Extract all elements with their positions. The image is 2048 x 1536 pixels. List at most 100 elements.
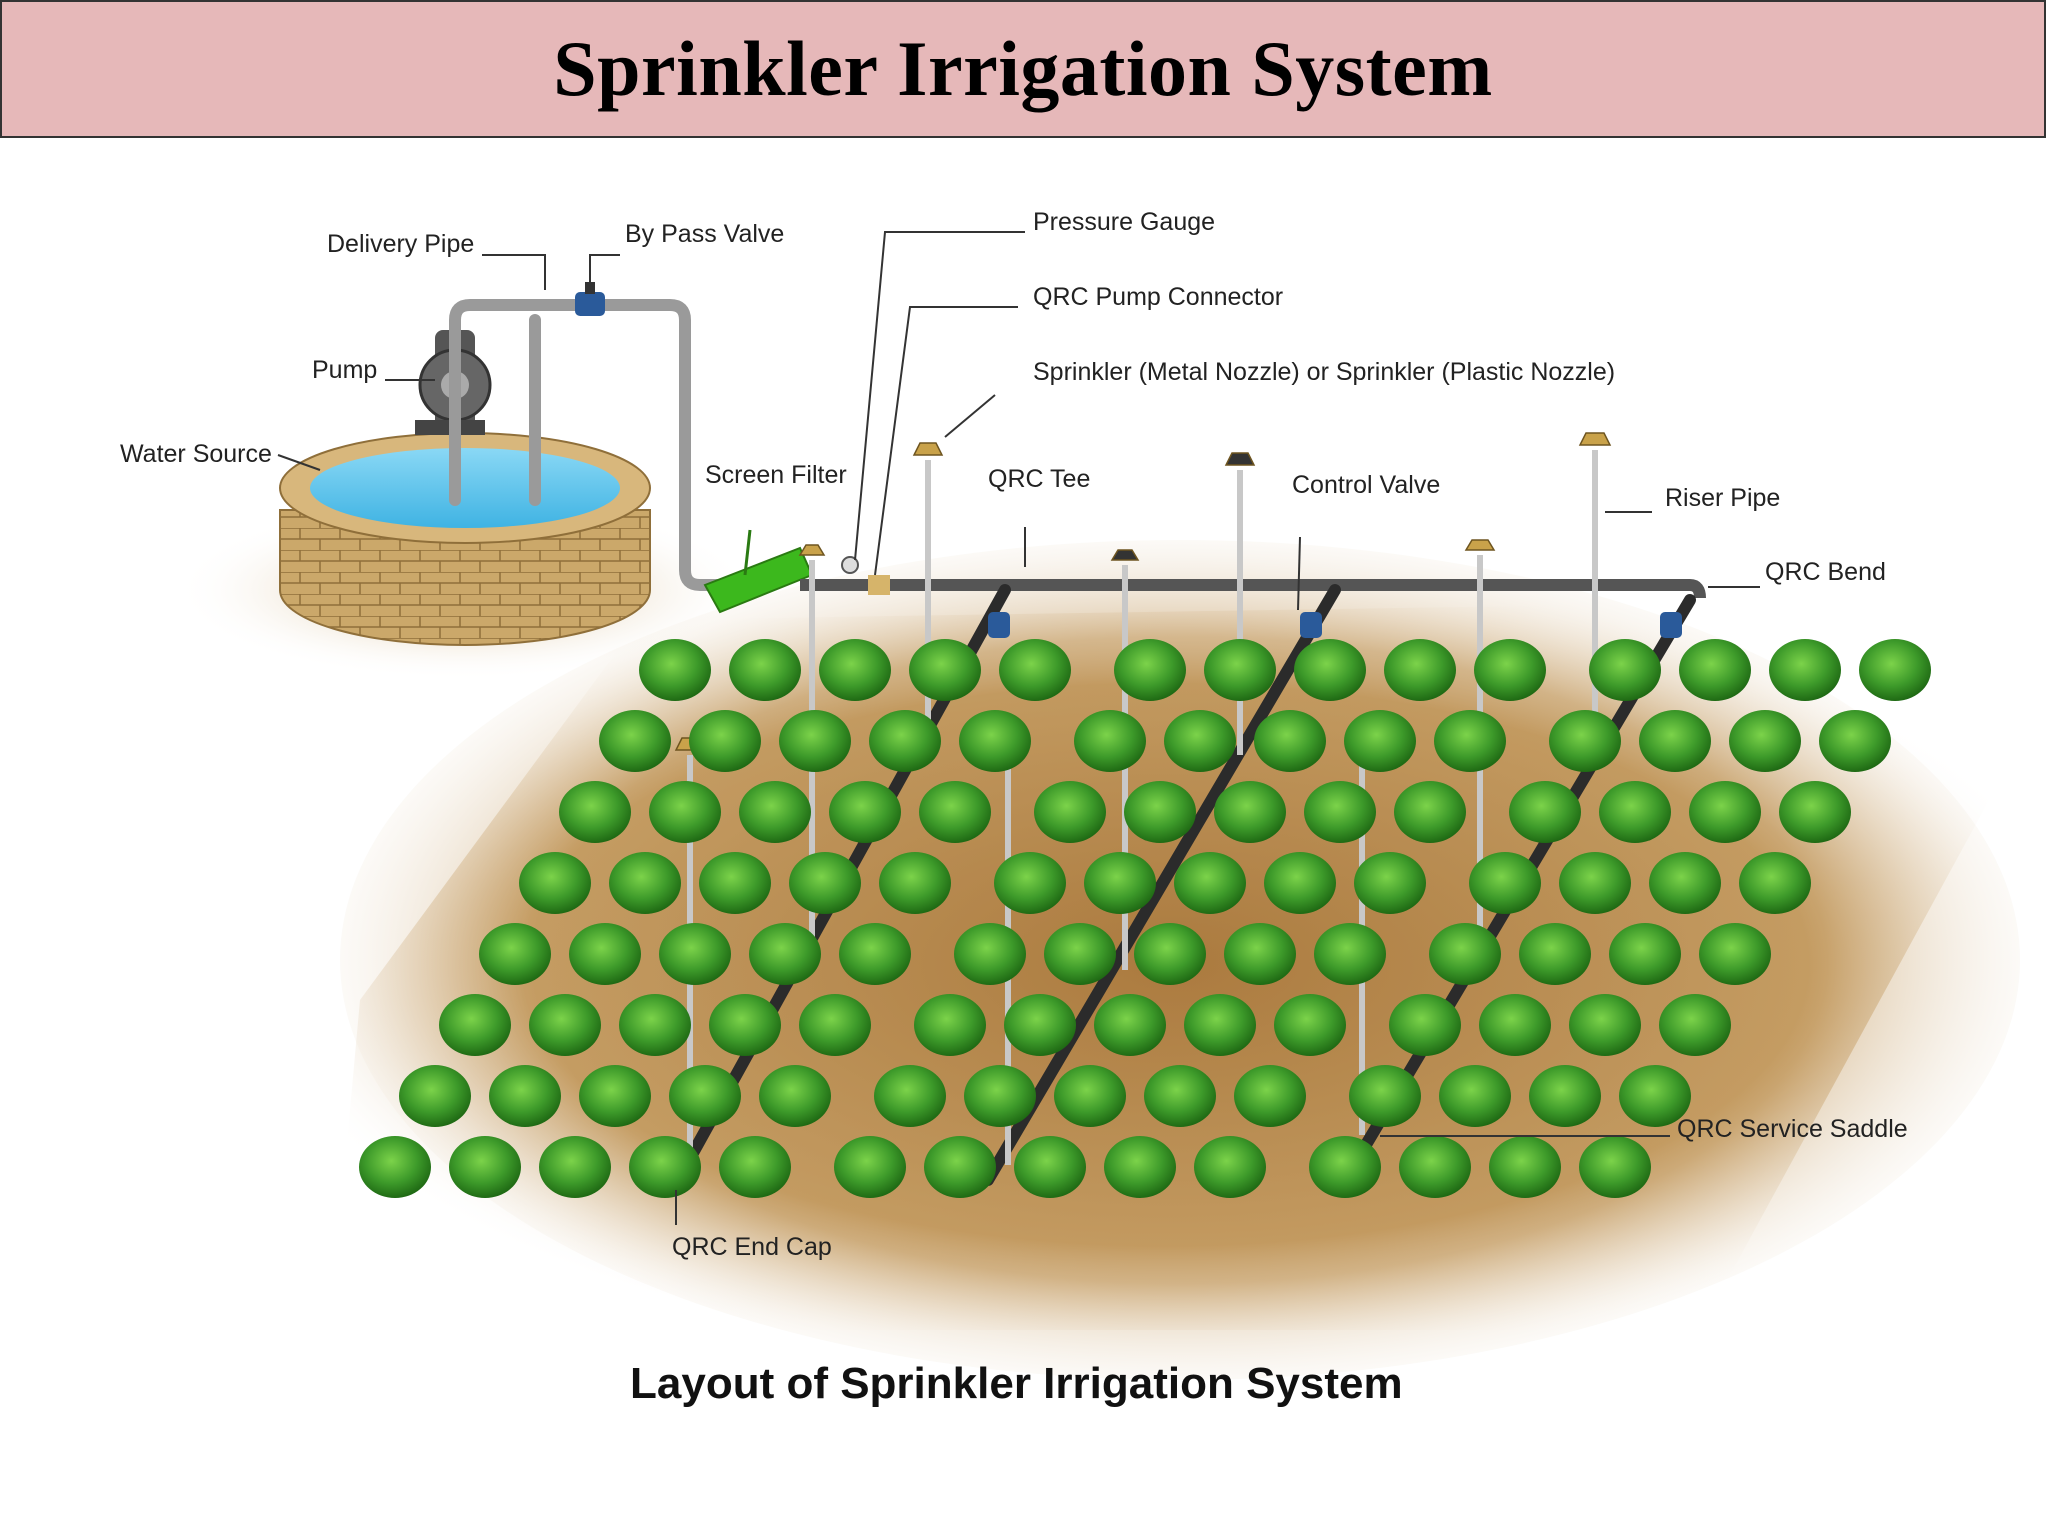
crop-bush [1689, 781, 1761, 843]
delivery-pipe [449, 299, 766, 591]
crop-bush [479, 923, 551, 985]
crop-bush [1819, 710, 1891, 772]
crop-bush [649, 781, 721, 843]
crop-bush [569, 923, 641, 985]
label-qrc-service-saddle: QRC Service Saddle [1677, 1115, 1908, 1143]
crop-bush [749, 923, 821, 985]
crop-bush [819, 639, 891, 701]
crop-bush [1489, 1136, 1561, 1198]
crop-bush [1094, 994, 1166, 1056]
label-control-valve: Control Valve [1292, 471, 1440, 499]
page-title: Sprinkler Irrigation System [553, 25, 1493, 112]
crop-bush [924, 1136, 996, 1198]
crop-bush [719, 1136, 791, 1198]
crop-bush [629, 1136, 701, 1198]
crop-bush [439, 994, 511, 1056]
crop-bush [489, 1065, 561, 1127]
crop-bush [519, 852, 591, 914]
crop-bush [1479, 994, 1551, 1056]
label-pump: Pump [312, 356, 377, 384]
crop-bush [1054, 1065, 1126, 1127]
crop-bush [1469, 852, 1541, 914]
crop-bush [1519, 923, 1591, 985]
label-riser-pipe: Riser Pipe [1665, 484, 1780, 512]
crop-bush [1739, 852, 1811, 914]
label-screen-filter: Screen Filter [705, 461, 847, 489]
crop-bush [1779, 781, 1851, 843]
pressure-gauge [841, 556, 859, 574]
crop-bush [1184, 994, 1256, 1056]
irrigation-diagram: Delivery Pipe By Pass Valve Pump Water S… [120, 208, 2020, 1408]
crop-bush [1389, 994, 1461, 1056]
water-source [175, 432, 755, 680]
crop-bush [1399, 1136, 1471, 1198]
crop-bush [359, 1136, 431, 1198]
crop-bush [559, 781, 631, 843]
crop-bush [1214, 781, 1286, 843]
crop-bush [1124, 781, 1196, 843]
crop-bush [1679, 639, 1751, 701]
crop-bush [1549, 710, 1621, 772]
label-water-source: Water Source [120, 440, 272, 468]
crop-bush [1104, 1136, 1176, 1198]
crop-bush [1174, 852, 1246, 914]
crop-bush [659, 923, 731, 985]
crop-bush [639, 639, 711, 701]
crop-bush [579, 1065, 651, 1127]
crop-bush [729, 639, 801, 701]
crop-bush [1084, 852, 1156, 914]
crop-bush [879, 852, 951, 914]
crop-bush [1304, 781, 1376, 843]
label-qrc-tee: QRC Tee [988, 465, 1090, 493]
crop-bush [1609, 923, 1681, 985]
crop-bush [1729, 710, 1801, 772]
crop-bush [539, 1136, 611, 1198]
labels: Delivery Pipe By Pass Valve Pump Water S… [120, 208, 1908, 1261]
crop-bush [1699, 923, 1771, 985]
crop-bush [1004, 994, 1076, 1056]
crop-bush [954, 923, 1026, 985]
crop-bush [1309, 1136, 1381, 1198]
by-pass-valve [575, 282, 605, 316]
label-qrc-pump-connector: QRC Pump Connector [1033, 283, 1283, 311]
crop-bush [964, 1065, 1036, 1127]
control-valves [988, 612, 1682, 638]
crop-bush [869, 710, 941, 772]
crop-bush [789, 852, 861, 914]
crop-bush [1349, 1065, 1421, 1127]
diagram-caption: Layout of Sprinkler Irrigation System [630, 1359, 1403, 1408]
crop-plants [359, 639, 1931, 1198]
crop-bush [1274, 994, 1346, 1056]
crop-bush [1394, 781, 1466, 843]
crop-bush [799, 994, 871, 1056]
crop-bush [1769, 639, 1841, 701]
crop-bush [699, 852, 771, 914]
crop-bush [1044, 923, 1116, 985]
crop-bush [834, 1136, 906, 1198]
crop-bush [1204, 639, 1276, 701]
crop-bush [529, 994, 601, 1056]
crop-bush [1439, 1065, 1511, 1127]
crop-bush [1194, 1136, 1266, 1198]
crop-bush [1579, 1136, 1651, 1198]
crop-bush [619, 994, 691, 1056]
crop-bush [1599, 781, 1671, 843]
crop-bush [1254, 710, 1326, 772]
crop-bush [1429, 923, 1501, 985]
crop-bush [1589, 639, 1661, 701]
crop-bush [1509, 781, 1581, 843]
crop-bush [1619, 1065, 1691, 1127]
crop-bush [669, 1065, 741, 1127]
crop-bush [1164, 710, 1236, 772]
crop-bush [874, 1065, 946, 1127]
crop-bush [999, 639, 1071, 701]
crop-bush [609, 852, 681, 914]
title-bar: Sprinkler Irrigation System [0, 0, 2046, 138]
main-line [800, 579, 1706, 599]
crop-bush [994, 852, 1066, 914]
crop-bush [1114, 639, 1186, 701]
crop-bush [1314, 923, 1386, 985]
crop-bush [709, 994, 781, 1056]
crop-bush [959, 710, 1031, 772]
crop-bush [1659, 994, 1731, 1056]
